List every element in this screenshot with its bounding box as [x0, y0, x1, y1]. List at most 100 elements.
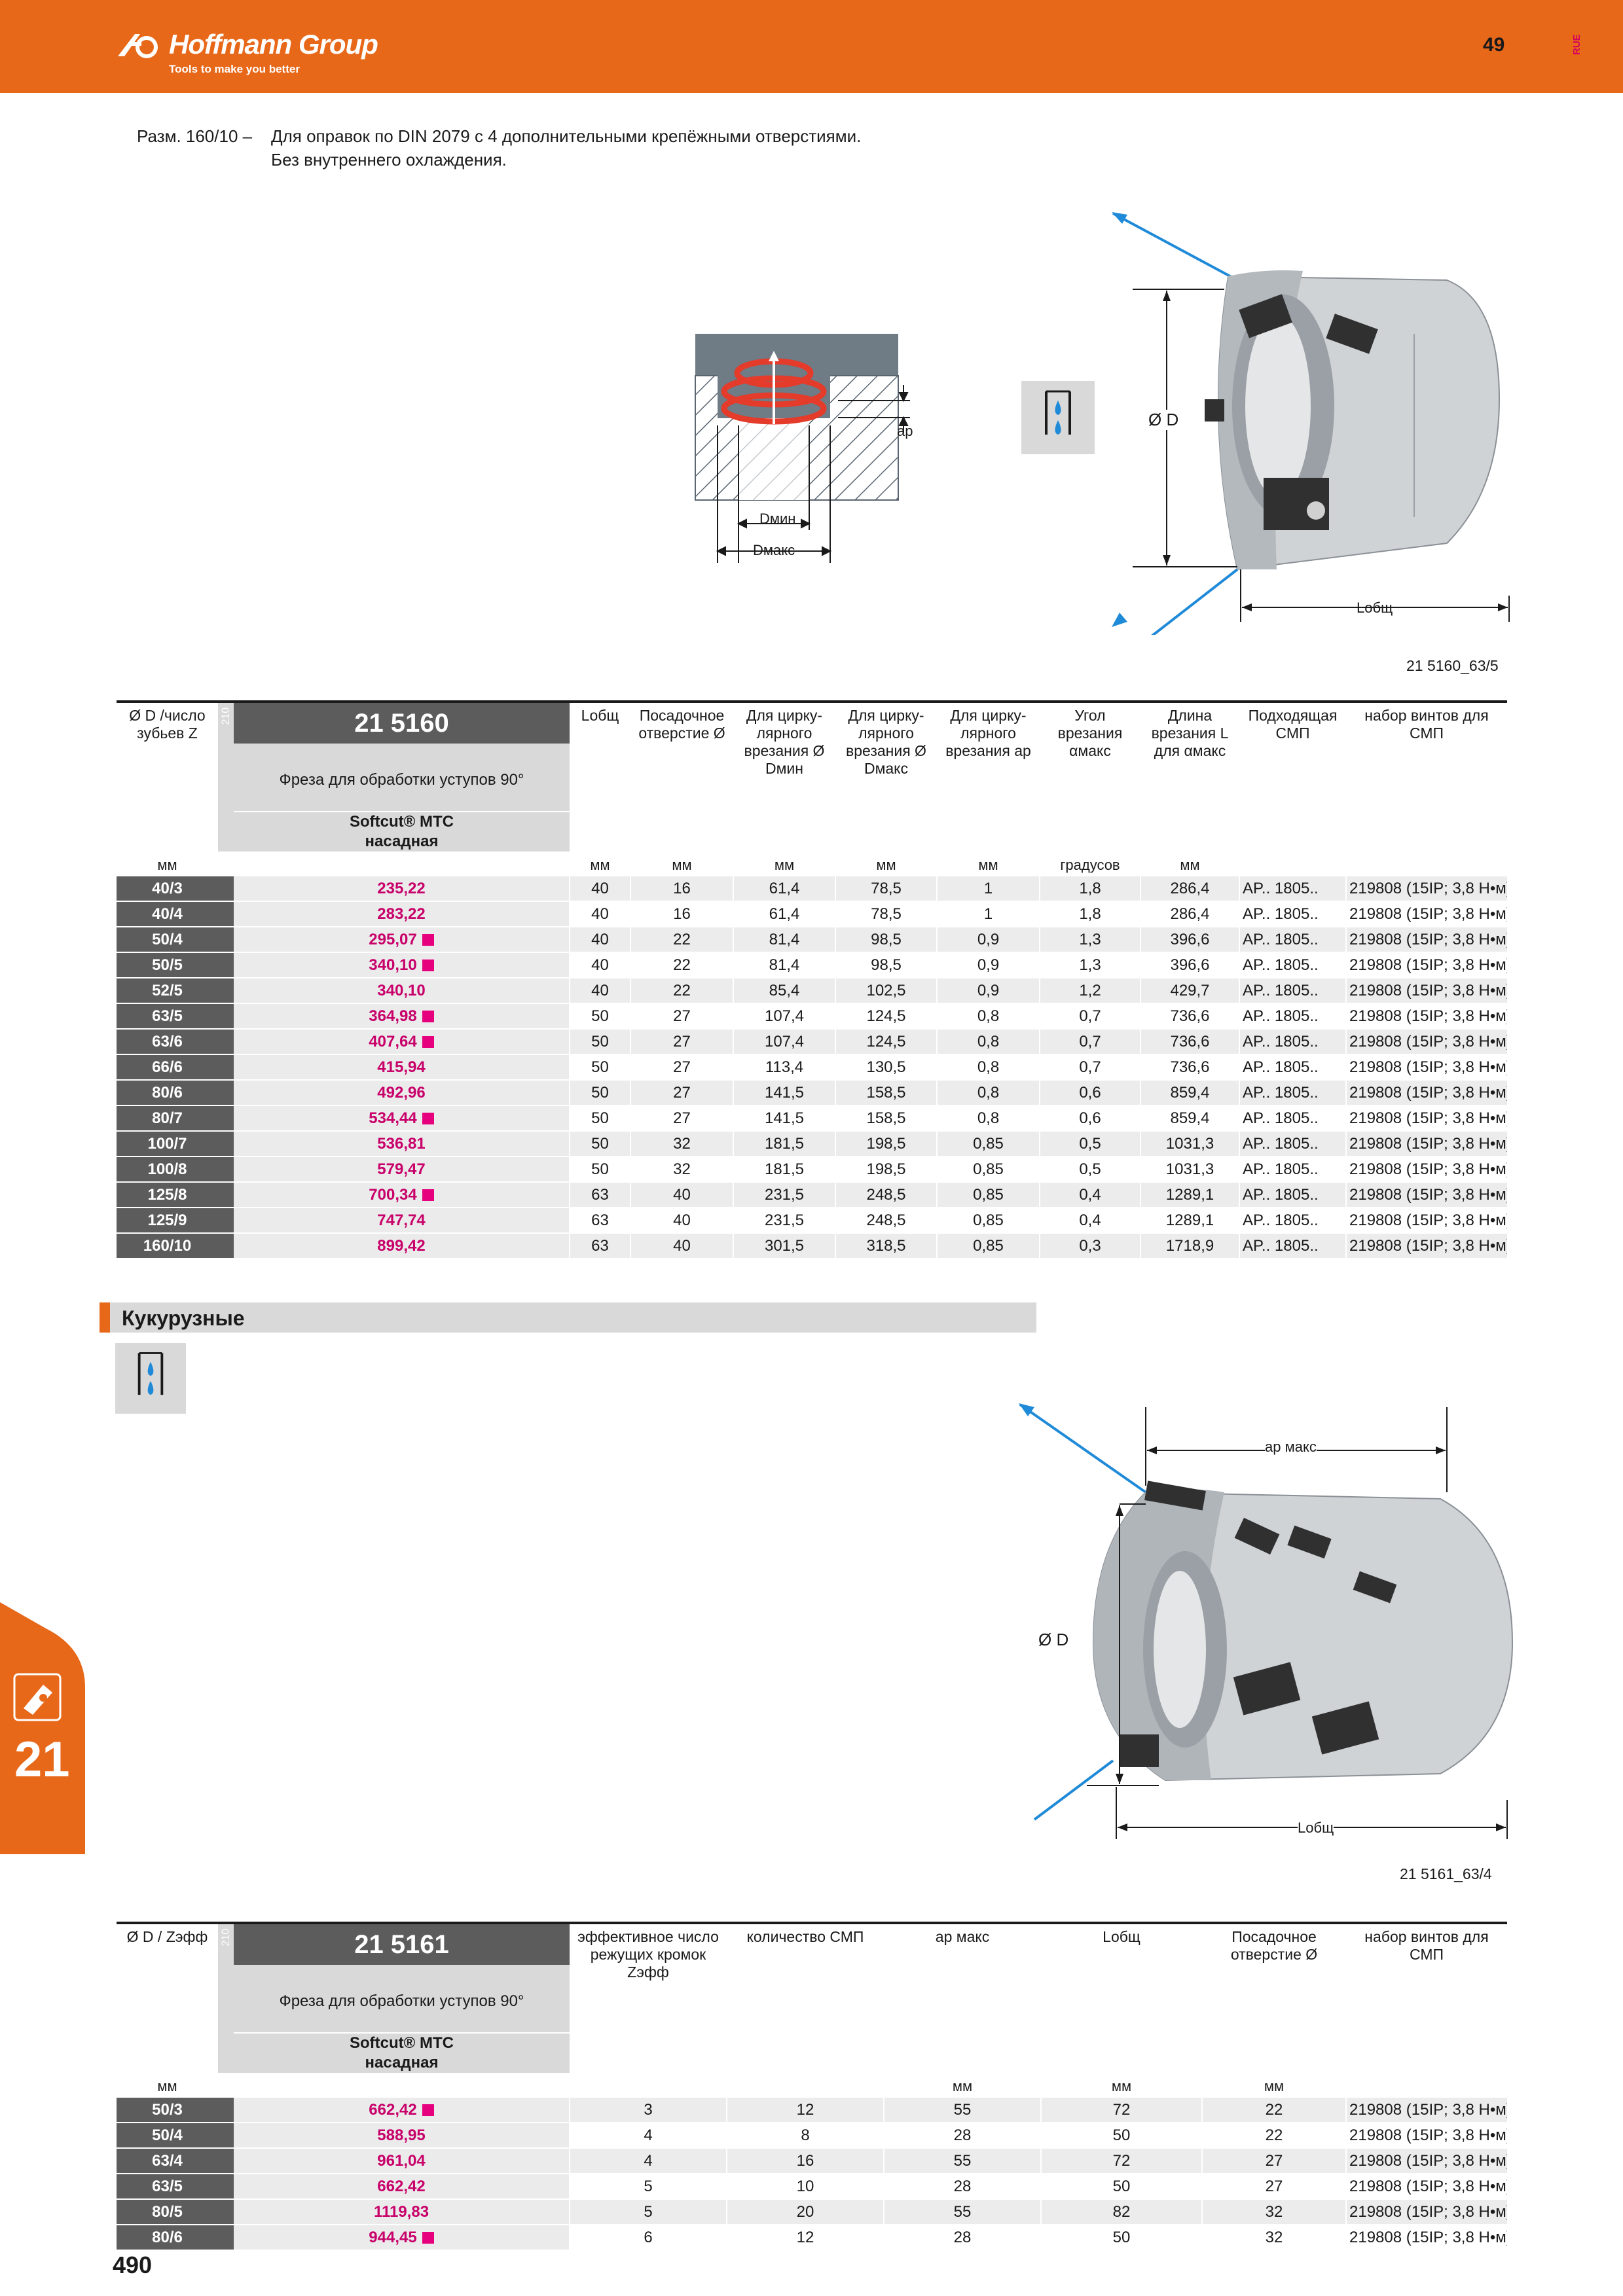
footer-page-number: 490	[113, 2251, 153, 2278]
row-value: 0,8	[936, 1054, 1040, 1081]
col-insert: Подходящая СМП	[1239, 700, 1346, 812]
article-number-box: 21 5160	[234, 704, 570, 744]
row-value: 40	[569, 978, 630, 1004]
row-price: 944,45	[234, 2225, 570, 2251]
row-key: 63/5	[117, 1003, 218, 1030]
row-price: 534,44	[234, 1105, 570, 1132]
stock-marker-icon	[422, 1112, 434, 1124]
unit-price	[234, 852, 570, 876]
row-value: 1289,1	[1140, 1182, 1239, 1208]
row-group-spacer	[218, 1233, 234, 1259]
article-line-1: Softcut® MTC	[350, 813, 454, 831]
unit-zeff	[570, 2073, 727, 2098]
row-value: 50	[569, 1105, 630, 1132]
row-group-spacer	[218, 978, 234, 1004]
row-value: 4	[569, 2123, 727, 2149]
row-group-spacer	[218, 1003, 234, 1030]
label-diameter: Ø D	[1148, 410, 1179, 430]
unit-ap: мм	[937, 852, 1040, 876]
intro-line-1: Для оправок по DIN 2079 с 4 дополнительн…	[271, 126, 862, 146]
row-key: 40/3	[117, 876, 218, 902]
price-value: 662,42	[377, 2177, 426, 2195]
row-value: 286,4	[1140, 901, 1239, 927]
price-value: 579,47	[377, 1160, 426, 1178]
row-value: 40	[569, 901, 630, 927]
row-value: 198,5	[835, 1131, 937, 1157]
col-inserts-count: количество СМП	[727, 1922, 884, 2034]
row-value: 859,4	[1140, 1080, 1239, 1106]
col-bore: Посадочное отверстие Ø	[630, 700, 733, 812]
row-group-spacer	[218, 1208, 234, 1234]
row-value: 4	[569, 2148, 727, 2174]
row-value: 28	[883, 2225, 1041, 2251]
row-value: 32	[630, 1131, 733, 1157]
row-value: 219808 (15IP; 3,8 Н•м)	[1345, 1003, 1507, 1030]
row-value: 22	[630, 952, 733, 978]
row-value: 231,5	[733, 1182, 835, 1208]
row-key: 100/7	[117, 1131, 218, 1157]
row-value: 231,5	[733, 1208, 835, 1234]
row-value: 0,9	[936, 952, 1040, 978]
brand-logo: Hoffmann Group Tools to make you better	[115, 24, 443, 76]
col-bore-2: Посадочное отверстие Ø	[1202, 1922, 1346, 2034]
row-group-spacer	[218, 1054, 234, 1081]
label-overall-length-2: Lобщ	[1298, 1820, 1334, 1837]
row-value: 72	[1040, 2148, 1202, 2174]
row-group-spacer	[218, 2148, 234, 2174]
price-value: 492,96	[377, 1083, 426, 1102]
price-value: 283,22	[377, 905, 426, 923]
figure-caption: 21 5160_63/5	[1406, 657, 1499, 674]
unit-key-2: мм	[117, 2073, 218, 2098]
unit-ap-max: мм	[884, 2073, 1041, 2098]
row-value: 219808 (15IP; 3,8 Н•м)	[1345, 952, 1507, 978]
row-value: AP.. 1805..	[1239, 1182, 1346, 1208]
row-group-spacer	[218, 1080, 234, 1106]
row-value: 141,5	[733, 1105, 835, 1132]
circular-plunge-diagram	[695, 334, 910, 563]
row-key: 80/6	[117, 2225, 218, 2251]
row-value: 5	[569, 2174, 727, 2200]
row-value: 219808 (15IP; 3,8 Н•м)	[1345, 2097, 1507, 2123]
row-value: 141,5	[733, 1080, 835, 1106]
row-key: 50/4	[117, 927, 218, 953]
unit-key: мм	[117, 852, 218, 876]
price-value: 700,34	[369, 1185, 417, 1204]
row-group-spacer	[218, 2174, 234, 2200]
row-value: 219808 (15IP; 3,8 Н•м)	[1345, 1105, 1507, 1132]
label-d-min: Dмин	[759, 511, 796, 527]
row-key: 66/6	[117, 1054, 218, 1081]
unit-dmax: мм	[835, 852, 937, 876]
row-key: 80/6	[117, 1080, 218, 1106]
row-value: 429,7	[1140, 978, 1239, 1004]
row-key: 63/6	[117, 1029, 218, 1055]
row-price: 899,42	[234, 1233, 570, 1259]
row-value: 0,8	[936, 1105, 1040, 1132]
row-value: 0,7	[1039, 1054, 1140, 1081]
label-ap-max: ap макс	[1265, 1439, 1317, 1456]
row-value: 61,4	[733, 901, 835, 927]
row-price: 283,22	[234, 901, 570, 927]
row-value: AP.. 1805..	[1239, 927, 1346, 953]
price-value: 944,45	[369, 2228, 417, 2246]
article-description-2: Фреза для обработки уступов 90°	[279, 1992, 524, 2010]
row-value: 16	[630, 901, 733, 927]
group-code-cell: 210	[218, 700, 234, 853]
row-group-spacer	[218, 1157, 234, 1183]
row-key: 100/8	[117, 1157, 218, 1183]
section-accent-bar	[100, 1302, 110, 1333]
row-price: 588,95	[234, 2123, 570, 2149]
row-value: 32	[630, 1157, 733, 1183]
row-value: 158,5	[835, 1105, 937, 1132]
row-value: 0,85	[936, 1182, 1040, 1208]
row-value: 219808 (15IP; 3,8 Н•м)	[1345, 876, 1507, 902]
row-key: 160/10	[117, 1233, 218, 1259]
row-value: 22	[1201, 2097, 1346, 2123]
